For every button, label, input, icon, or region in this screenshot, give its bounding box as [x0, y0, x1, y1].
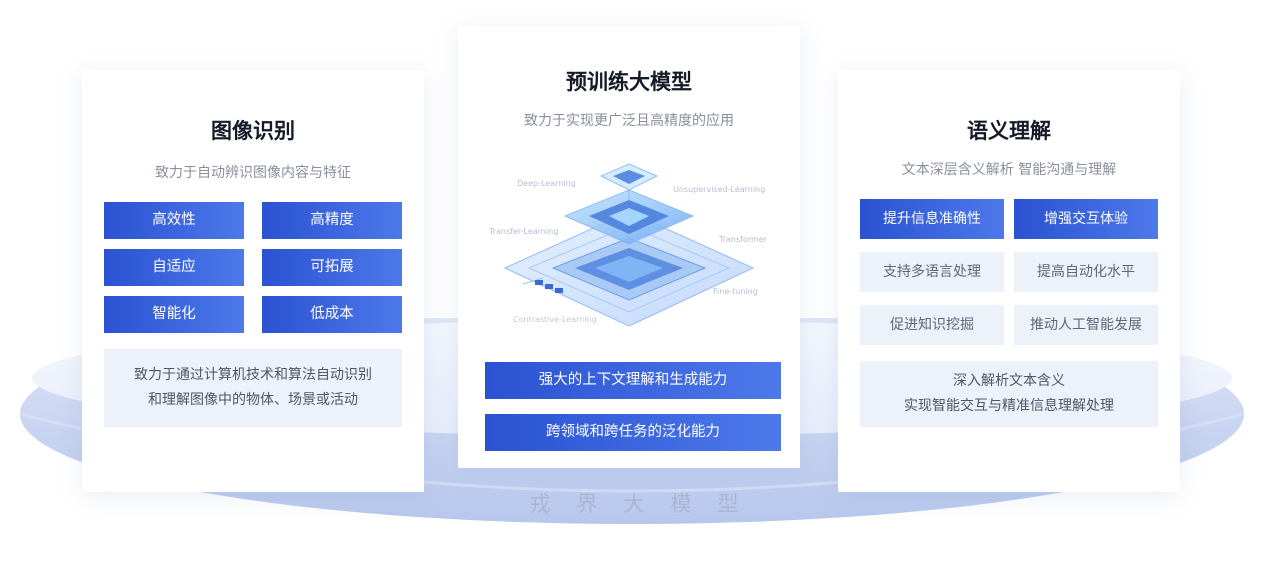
feature-button-automation[interactable]: 提高自动化水平: [1014, 252, 1158, 292]
chip-label-fine-tuning: Fine-tuning: [713, 287, 758, 296]
semantic-understanding-card: 语义理解 文本深层含义解析 智能沟通与理解 提升信息准确性 增强交互体验 支持多…: [838, 70, 1180, 492]
description-line: 深入解析文本含义: [953, 373, 1065, 389]
feature-button-efficiency[interactable]: 高效性: [104, 202, 244, 239]
image-recognition-card: 图像识别 致力于自动辨识图像内容与特征 高效性 高精度 自适应 可拓展 智能化 …: [82, 70, 424, 492]
feature-button-multilingual[interactable]: 支持多语言处理: [860, 252, 1004, 292]
chip-label-unsupervised-learning: Unsupervised-Learning: [673, 185, 765, 194]
card-title: 预训练大模型: [566, 70, 692, 94]
capability-button-generalization[interactable]: 跨领域和跨任务的泛化能力: [485, 414, 781, 451]
chip-label-contrastive-learning: Contrastive-Learning: [513, 315, 597, 324]
description-line: 实现智能交互与精准信息理解处理: [904, 398, 1114, 414]
feature-button-accuracy[interactable]: 提升信息准确性: [860, 199, 1004, 239]
card-description: 致力于通过计算机技术和算法自动识别 和理解图像中的物体、场景或活动: [104, 349, 402, 427]
description-line: 致力于通过计算机技术和算法自动识别: [134, 367, 372, 383]
card-subtitle: 致力于自动辨识图像内容与特征: [155, 165, 351, 181]
pretrained-model-card: 预训练大模型 致力于实现更广泛且高精度的应用 Deep-Learning: [458, 26, 800, 468]
feature-button-interaction[interactable]: 增强交互体验: [1014, 199, 1158, 239]
card-description: 深入解析文本含义 实现智能交互与精准信息理解处理: [860, 361, 1158, 427]
card-subtitle: 致力于实现更广泛且高精度的应用: [524, 113, 734, 129]
chip-illustration: Deep-Learning Unsupervised-Learning Tran…: [488, 163, 768, 327]
feature-button-low-cost[interactable]: 低成本: [262, 296, 402, 333]
card-title: 图像识别: [211, 119, 295, 143]
description-line: 和理解图像中的物体、场景或活动: [148, 392, 358, 408]
ring-label: 戎界大模型: [529, 492, 765, 516]
feature-button-intelligent[interactable]: 智能化: [104, 296, 244, 333]
chip-label-deep-learning: Deep-Learning: [517, 179, 576, 188]
feature-button-precision[interactable]: 高精度: [262, 202, 402, 239]
card-subtitle: 文本深层含义解析 智能沟通与理解: [901, 162, 1117, 178]
feature-button-knowledge-mining[interactable]: 促进知识挖掘: [860, 305, 1004, 345]
capability-button-context[interactable]: 强大的上下文理解和生成能力: [485, 362, 781, 399]
feature-button-ai-development[interactable]: 推动人工智能发展: [1014, 305, 1158, 345]
feature-button-scalable[interactable]: 可拓展: [262, 249, 402, 286]
feature-button-adaptive[interactable]: 自适应: [104, 249, 244, 286]
card-title: 语义理解: [967, 119, 1051, 143]
chip-label-transformer: Transformer: [718, 235, 768, 244]
chip-label-transfer-learning: Transfer-Learning: [488, 227, 558, 236]
